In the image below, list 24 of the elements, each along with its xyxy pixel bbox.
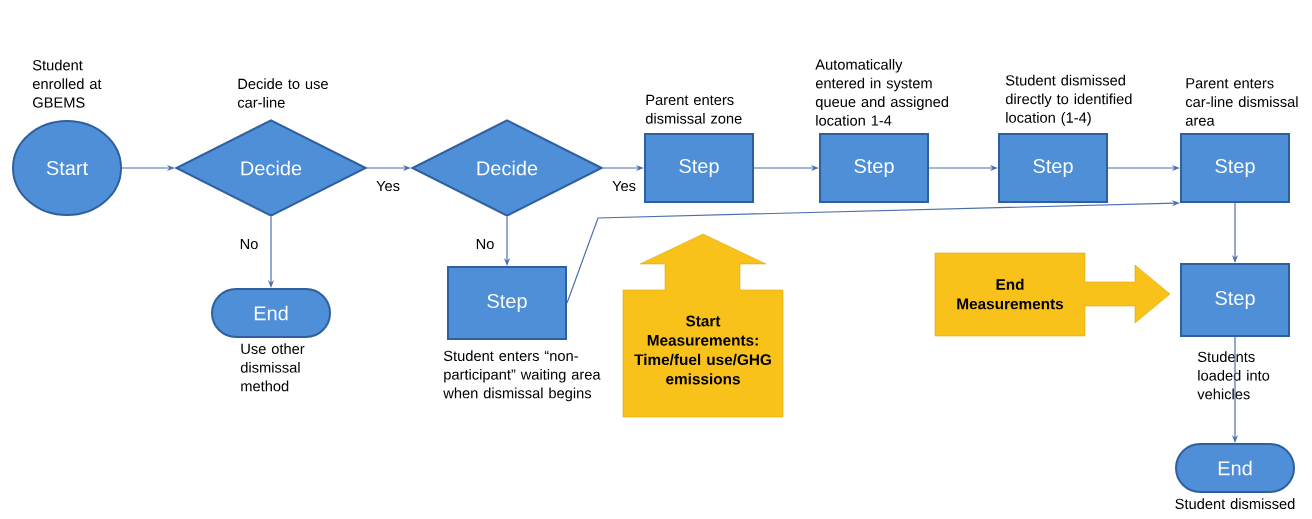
node-caption: Decide to use car-line [237,78,328,108]
measurement-callout: End Measurements [934,252,1171,337]
node-caption: Use other dismissal method [240,343,305,392]
node-caption: Automatically entered in system queue and assigned location 1-4 [815,58,949,126]
edge-label: Yes [610,179,638,193]
node-caption: Student enrolled at GBEMS [32,59,102,108]
end-terminal: End [1175,443,1295,493]
process-box: Step [1180,263,1290,337]
edge-label: Yes [374,179,402,193]
process-box: Step [819,133,929,203]
process-box: Step [447,266,567,340]
node-caption: Student dismissed [1175,498,1295,510]
node-caption: Student enters “non-participant” waiting area when dismissal begins [443,350,601,402]
node-caption: Student dismissed directly to identified location (1-4) [1005,74,1132,126]
process-box: Step [998,133,1108,203]
process-box: Step [1180,133,1290,203]
process-box: Step [644,133,754,203]
edge-label: No [474,237,496,251]
end-terminal: End [211,288,331,338]
measurement-callout: Start Measurements: Time/fuel use/GHG emissions [622,233,784,418]
edge-label: No [238,237,260,251]
node-caption: Students loaded into vehicles [1197,351,1270,400]
node-caption: Parent enters car-line dismissal area [1185,78,1298,126]
node-caption: Parent enters dismissal zone [645,94,742,124]
